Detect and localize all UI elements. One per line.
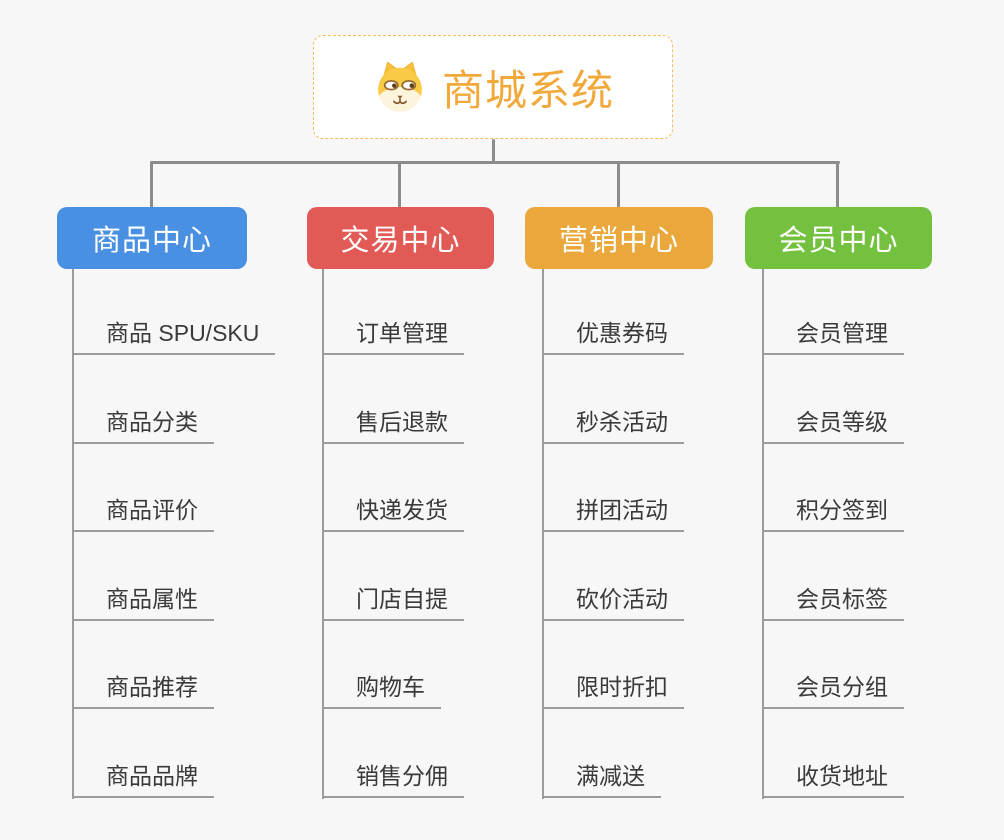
leaf-node[interactable]: 门店自提 bbox=[324, 585, 464, 621]
dog-face-icon bbox=[378, 61, 422, 112]
connector-horizontal-bar bbox=[150, 161, 840, 164]
leaf-node[interactable]: 商品推荐 bbox=[74, 673, 214, 709]
branch-node-marketing-center[interactable]: 营销中心 bbox=[525, 207, 713, 269]
leaf-node[interactable]: 秒杀活动 bbox=[544, 408, 684, 444]
leaf-node[interactable]: 快递发货 bbox=[324, 496, 464, 532]
branch-children-marketing-center: 优惠券码 秒杀活动 拼团活动 砍价活动 限时折扣 满减送 bbox=[542, 269, 684, 799]
leaf-node[interactable]: 砍价活动 bbox=[544, 585, 684, 621]
leaf-node[interactable]: 商品品牌 bbox=[74, 762, 214, 798]
leaf-node[interactable]: 积分签到 bbox=[764, 496, 904, 532]
leaf-node[interactable]: 会员标签 bbox=[764, 585, 904, 621]
branch-label: 商品中心 bbox=[91, 225, 212, 257]
leaf-node[interactable]: 会员分组 bbox=[764, 673, 904, 709]
branch-children-member-center: 会员管理 会员等级 积分签到 会员标签 会员分组 收货地址 bbox=[762, 269, 904, 799]
leaf-node[interactable]: 满减送 bbox=[544, 762, 661, 798]
leaf-node[interactable]: 购物车 bbox=[324, 673, 441, 709]
root-title: 商城系统 bbox=[441, 66, 614, 114]
branch-label: 交易中心 bbox=[340, 225, 461, 257]
leaf-node[interactable]: 商品属性 bbox=[74, 585, 214, 621]
leaf-node[interactable]: 商品评价 bbox=[74, 496, 214, 532]
leaf-node[interactable]: 售后退款 bbox=[324, 408, 464, 444]
leaf-node[interactable]: 限时折扣 bbox=[544, 673, 684, 709]
leaf-node[interactable]: 商品 SPU/SKU bbox=[74, 319, 276, 355]
branch-children-trade-center: 订单管理 售后退款 快递发货 门店自提 购物车 销售分佣 bbox=[322, 269, 464, 799]
branch-children-product-center: 商品 SPU/SKU 商品分类 商品评价 商品属性 商品推荐 商品品牌 bbox=[72, 269, 276, 799]
branch-label: 会员中心 bbox=[778, 225, 899, 257]
connector-drop-member-center bbox=[836, 162, 839, 208]
branch-label: 营销中心 bbox=[558, 225, 679, 257]
connector-drop-product-center bbox=[150, 162, 153, 208]
leaf-node[interactable]: 收货地址 bbox=[764, 762, 904, 798]
leaf-node[interactable]: 订单管理 bbox=[324, 319, 464, 355]
leaf-node[interactable]: 优惠券码 bbox=[544, 319, 684, 355]
leaf-node[interactable]: 拼团活动 bbox=[544, 496, 684, 532]
leaf-node[interactable]: 会员等级 bbox=[764, 408, 904, 444]
branch-node-trade-center[interactable]: 交易中心 bbox=[307, 207, 494, 269]
root-node[interactable]: 商城系统 bbox=[313, 35, 673, 139]
branch-node-product-center[interactable]: 商品中心 bbox=[57, 207, 247, 269]
branch-node-member-center[interactable]: 会员中心 bbox=[745, 207, 932, 269]
connector-drop-marketing-center bbox=[617, 162, 620, 208]
leaf-node[interactable]: 会员管理 bbox=[764, 319, 904, 355]
leaf-node[interactable]: 商品分类 bbox=[74, 408, 214, 444]
connector-drop-trade-center bbox=[398, 162, 401, 208]
connector-root-stub bbox=[492, 139, 495, 163]
leaf-node[interactable]: 销售分佣 bbox=[324, 762, 464, 798]
